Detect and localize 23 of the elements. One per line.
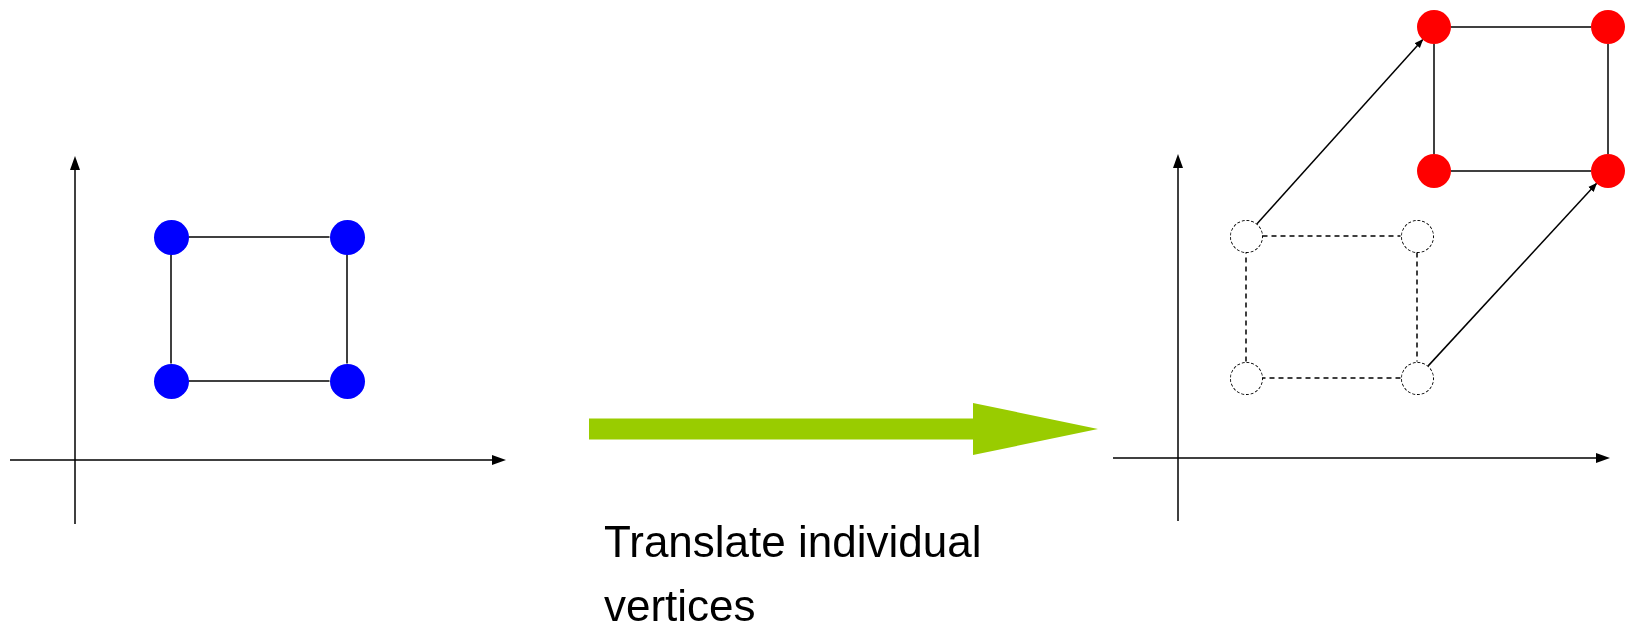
vertex-dot xyxy=(1417,10,1451,44)
edge-line xyxy=(1261,235,1402,237)
edge-line xyxy=(1450,170,1592,172)
edge-line xyxy=(187,236,331,238)
vertex-dot xyxy=(1417,154,1451,188)
edge-line xyxy=(346,253,348,365)
vertex-dot xyxy=(329,363,365,399)
edge-line xyxy=(1261,377,1402,379)
edge-line xyxy=(170,253,172,365)
edge-line xyxy=(187,380,331,382)
vertex-dot xyxy=(1591,10,1625,44)
vertex-dot xyxy=(153,219,189,255)
edge-line xyxy=(1450,26,1592,28)
edge-line xyxy=(1607,43,1609,155)
edge-line xyxy=(1416,251,1418,363)
caption-text: Translate individual vertices xyxy=(604,516,983,631)
vertex-dot xyxy=(1591,154,1625,188)
edge-line xyxy=(1245,251,1247,363)
vertex-dot xyxy=(153,363,189,399)
arrow xyxy=(1427,182,1598,367)
vertex-dot xyxy=(329,219,365,255)
edge-line xyxy=(1433,43,1435,155)
arrow xyxy=(1256,38,1424,225)
